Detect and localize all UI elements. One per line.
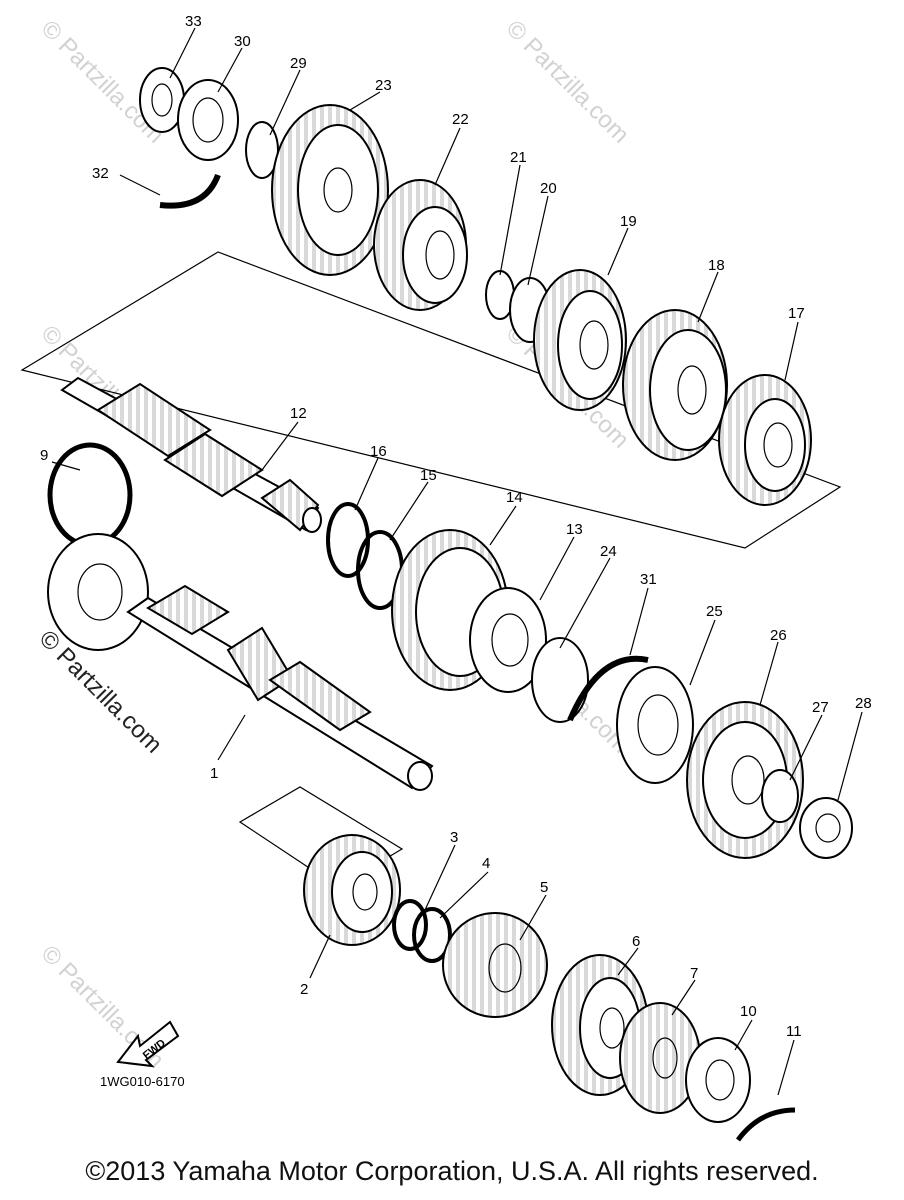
- callout-5: 5: [540, 879, 548, 896]
- part-13-bearing: [469, 587, 547, 693]
- callout-1: 1: [210, 765, 218, 782]
- upper-gear-set: [139, 67, 812, 506]
- bearing-left: [47, 533, 149, 651]
- part-28-nut: [799, 797, 853, 859]
- part-32-circlip: [159, 173, 221, 209]
- part-27-lock-washer: [761, 769, 799, 823]
- callout-27: 27: [812, 699, 829, 716]
- lower-gear-set: [303, 834, 796, 1142]
- callout-10: 10: [740, 1003, 757, 1020]
- copyright-notice: ©2013 Yamaha Motor Corporation, U.S.A. A…: [85, 1156, 819, 1186]
- output-side-set: [391, 529, 853, 859]
- callout-9: 9: [40, 447, 48, 464]
- part-10-bearing: [685, 1037, 751, 1123]
- callout-26: 26: [770, 627, 787, 644]
- callout-22: 22: [452, 111, 469, 128]
- callout-13: 13: [566, 521, 583, 538]
- callout-28: 28: [855, 695, 872, 712]
- callout-16: 16: [370, 443, 387, 460]
- part-16-circlip: [326, 502, 370, 578]
- callout-25: 25: [706, 603, 723, 620]
- drive-shaft-guide-box: [238, 786, 404, 888]
- callout-31: 31: [640, 571, 657, 588]
- watermark-text: © Partzilla.com: [501, 15, 634, 148]
- callout-21: 21: [510, 149, 527, 166]
- part-9-circlip: [47, 442, 133, 548]
- callout-30: 30: [234, 33, 251, 50]
- callout-3: 3: [450, 829, 458, 846]
- part-12-main-axle: [60, 376, 322, 533]
- part-11-circlip: [735, 1107, 796, 1142]
- diagram-code: 1WG010-6170: [100, 1074, 185, 1089]
- callout-17: 17: [788, 305, 805, 322]
- callout-24: 24: [600, 543, 617, 560]
- main-shaft-guide-box: [20, 251, 842, 549]
- callout-labels: 33 30 32 29 23 22 21 20 19 18 17 12 16 1…: [40, 13, 872, 1089]
- part-5-gear: [442, 912, 548, 1018]
- callout-12: 12: [290, 405, 307, 422]
- part-24-collar: [531, 637, 589, 723]
- callout-6: 6: [632, 933, 640, 950]
- callout-11: 11: [786, 1023, 802, 1040]
- callout-32: 32: [92, 165, 109, 182]
- part-31-circlip: [567, 655, 649, 722]
- callout-29: 29: [290, 55, 307, 72]
- callout-33: 33: [185, 13, 202, 30]
- callout-20: 20: [540, 180, 557, 197]
- part-30-bearing: [177, 79, 239, 161]
- part-1-drive-axle: [126, 584, 434, 791]
- callout-7: 7: [690, 965, 698, 982]
- callout-18: 18: [708, 257, 725, 274]
- callout-2: 2: [300, 981, 308, 998]
- callout-15: 15: [420, 467, 437, 484]
- part-25-oil-seal: [616, 666, 694, 784]
- part-3-circlip: [392, 899, 428, 951]
- leader-lines: [51, 27, 863, 1096]
- callout-14: 14: [506, 489, 523, 506]
- part-4-washer: [412, 907, 452, 963]
- callout-23: 23: [375, 77, 392, 94]
- callout-19: 19: [620, 213, 637, 230]
- callout-4: 4: [482, 855, 490, 872]
